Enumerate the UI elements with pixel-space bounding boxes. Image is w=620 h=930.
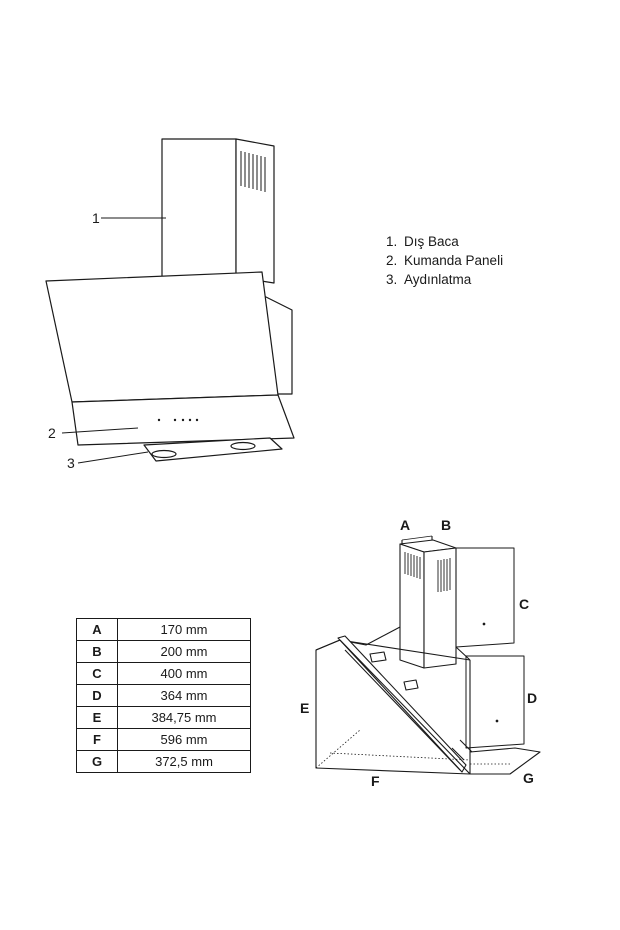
dimension-drawing	[315, 535, 541, 775]
dim-label-f: F	[371, 773, 380, 789]
dim-label-g: G	[523, 770, 534, 786]
leader-2	[61, 427, 139, 434]
dim-label-a: A	[400, 517, 411, 533]
callout-3: 3	[67, 455, 75, 471]
legend-item-control-panel: 2.Kumanda Paneli	[386, 253, 504, 268]
legend-item-lighting: 3.Aydınlatma	[386, 272, 472, 287]
callout-1: 1	[92, 210, 100, 226]
dim-label-d: D	[527, 690, 538, 706]
dim-label-c: C	[519, 596, 530, 612]
callout-2: 2	[48, 425, 56, 441]
lighting-tray	[143, 437, 283, 462]
chimney-illustration	[161, 138, 275, 284]
dim-label-e: E	[300, 700, 310, 716]
lamp-left	[151, 449, 177, 459]
dim-label-b: B	[441, 517, 452, 533]
legend-item-chimney: 1.Dış Baca	[386, 234, 459, 249]
glass-panel	[45, 271, 279, 403]
leader-3	[77, 451, 149, 464]
parts-legend: 1.Dış Baca 2.Kumanda Paneli 3.Aydınlatma	[386, 232, 503, 289]
lamp-right	[230, 441, 256, 451]
